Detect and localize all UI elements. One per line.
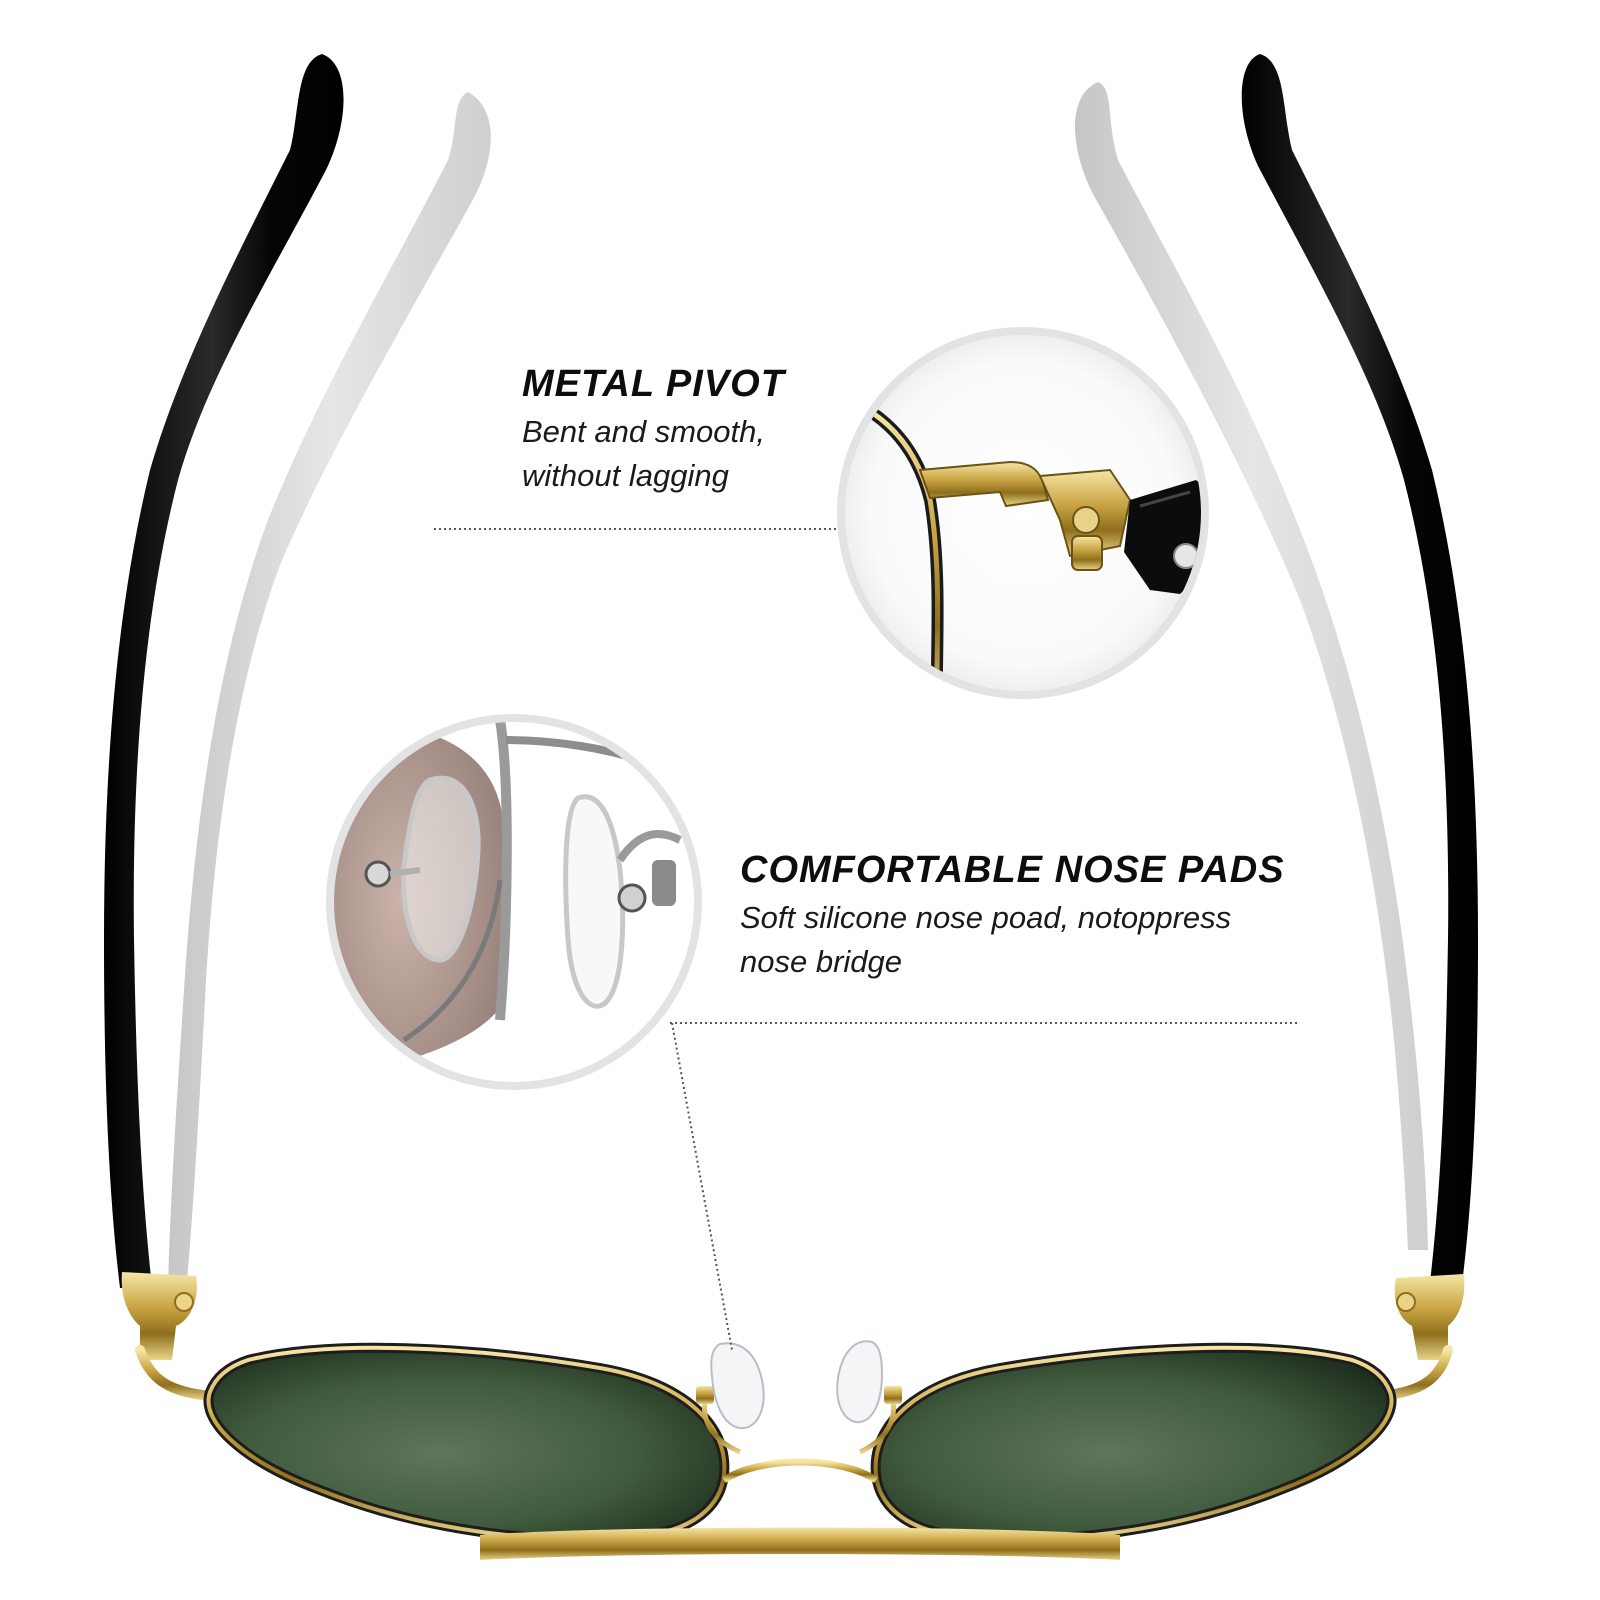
right-lens: [870, 1342, 1397, 1544]
right-hinge: [1394, 1274, 1465, 1360]
left-hinge: [121, 1272, 197, 1360]
right-nose-pad: [836, 1340, 902, 1455]
nose-pads-closeup: [326, 714, 702, 1090]
feature-title: METAL PIVOT: [522, 363, 785, 405]
left-lens: [203, 1342, 730, 1544]
feature-title: COMFORTABLE NOSE PADS: [740, 849, 1285, 891]
pads-leader-drop: [671, 1022, 733, 1351]
metal-pivot-closeup: [837, 327, 1209, 699]
right-temple: [1241, 54, 1478, 1284]
left-nose-pad: [696, 1342, 765, 1455]
feature-description: Soft silicone nose poad, notoppress nose…: [740, 900, 1232, 979]
feature-description: Bent and smooth, without lagging: [522, 414, 765, 493]
right-temple-ghost: [1075, 82, 1428, 1250]
bridge: [722, 1458, 878, 1483]
feature-nose-pads: COMFORTABLE NOSE PADS Soft silicone nose…: [740, 848, 1320, 984]
left-temple: [104, 54, 344, 1288]
feature-metal-pivot: METAL PIVOT Bent and smooth, without lag…: [522, 362, 842, 498]
double-bridge-bar: [480, 1527, 1120, 1560]
left-temple-ghost: [168, 92, 491, 1290]
